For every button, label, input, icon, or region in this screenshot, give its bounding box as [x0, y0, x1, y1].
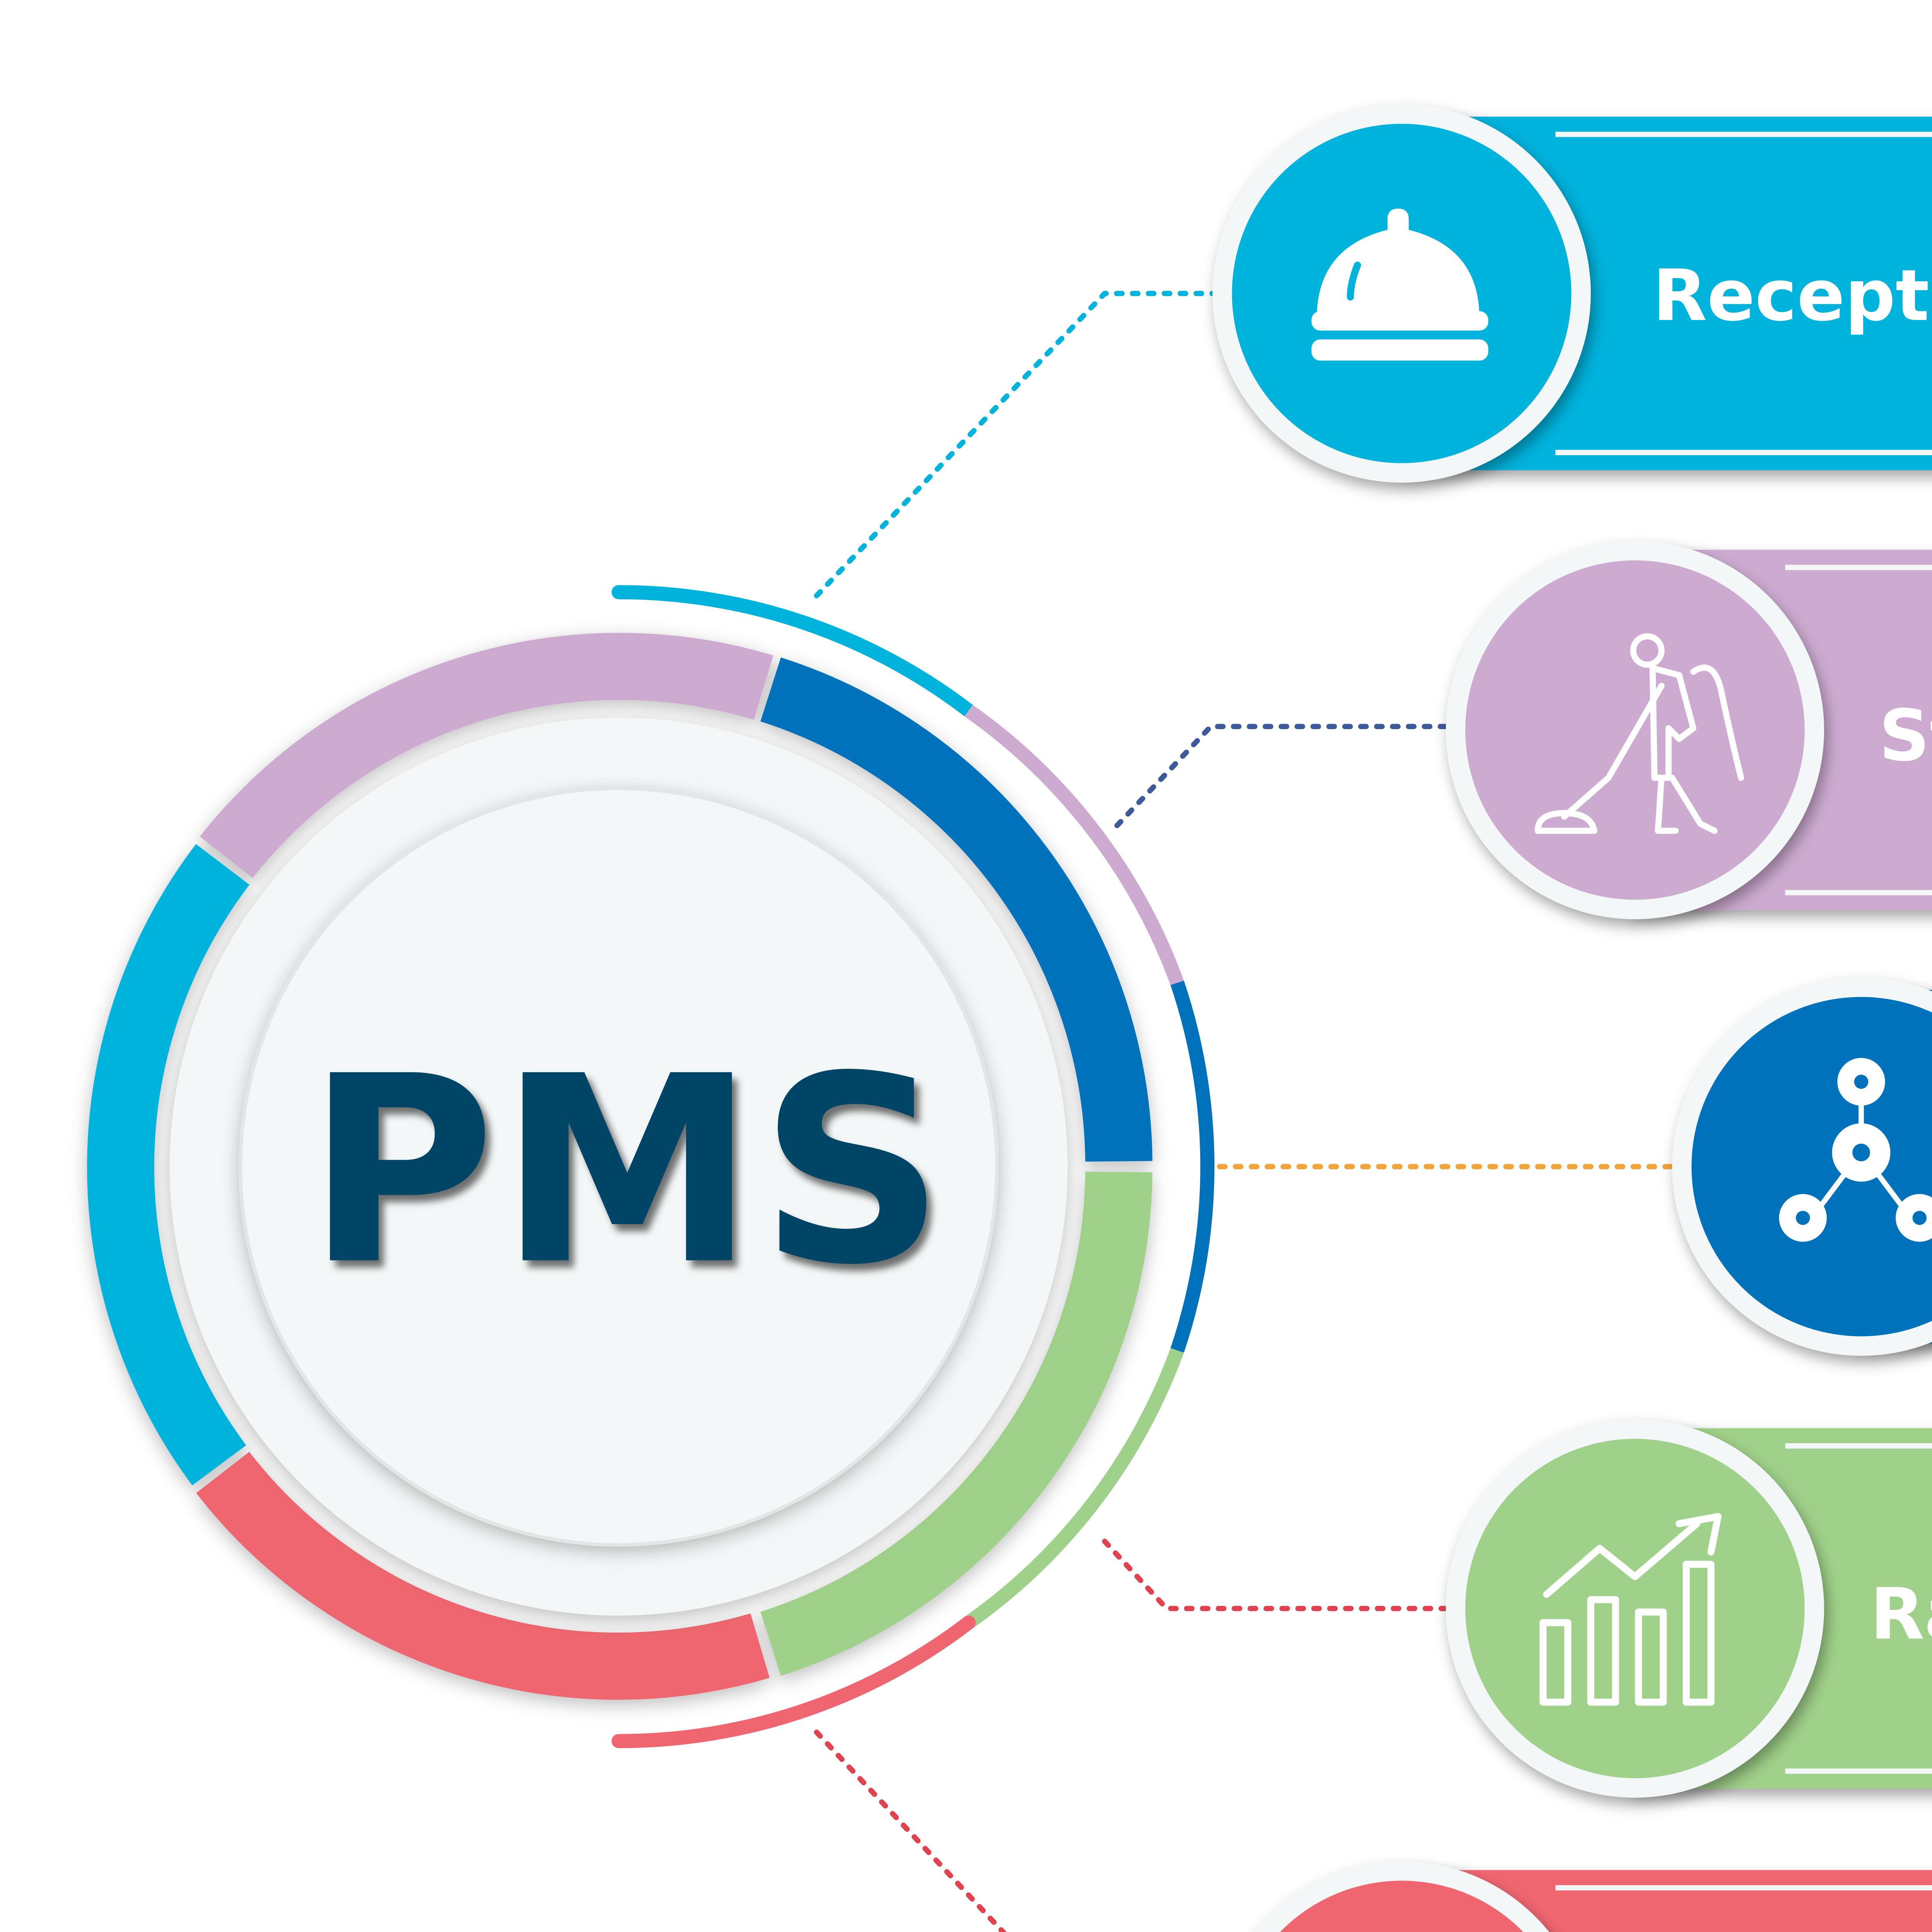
- module-card-rapportering[interactable]: Rapportering: [1446, 1419, 1932, 1798]
- cloche-bell-icon: [1311, 208, 1488, 361]
- ring-segment-blue: [760, 657, 1153, 1162]
- module-card-reception[interactable]: Reception: [1213, 104, 1932, 483]
- icon-badge: [1280, 1881, 1523, 1932]
- outer-arc-cyan: [611, 585, 976, 718]
- network-nodes-icon: [1779, 1058, 1932, 1242]
- center-disc-inner: [238, 786, 999, 1547]
- ring-segment-coral: [196, 1452, 770, 1700]
- module-card-bokning[interactable]: Bokning: [1213, 1861, 1932, 1932]
- connector-bokning: [814, 1730, 1007, 1932]
- module-card-kanalhantering[interactable]: Kanalhantering: [1672, 977, 1932, 1356]
- icon-badge: [1465, 1439, 1805, 1778]
- outer-arc-blue: [1170, 980, 1214, 1353]
- connector-rapportering: [1102, 1539, 1452, 1611]
- connector-reception: [814, 291, 1223, 599]
- connectors: [814, 291, 1673, 1932]
- module-label-stadning: Städning: [1879, 695, 1932, 777]
- module-label-rapportering: Rapportering: [1870, 1573, 1932, 1656]
- outer-arc: [611, 585, 1214, 1748]
- ring-segment-green: [760, 1172, 1153, 1676]
- module-card-stadning[interactable]: Städning: [1446, 541, 1932, 919]
- ring-segment-lavender: [200, 633, 774, 878]
- cleaner-vacuum-icon: [1534, 633, 1744, 834]
- bar-chart-trend-icon: [1539, 1513, 1722, 1706]
- center-title: PMS: [306, 1021, 949, 1321]
- outer-arc-coral: [611, 1616, 976, 1748]
- outer-arc-lavender: [964, 705, 1184, 985]
- connector-stadning: [1114, 724, 1452, 828]
- ring-segment-cyan: [87, 844, 250, 1486]
- module-label-reception: Reception: [1653, 255, 1932, 337]
- main-ring: [87, 633, 1153, 1700]
- outer-arc-green: [964, 1348, 1184, 1629]
